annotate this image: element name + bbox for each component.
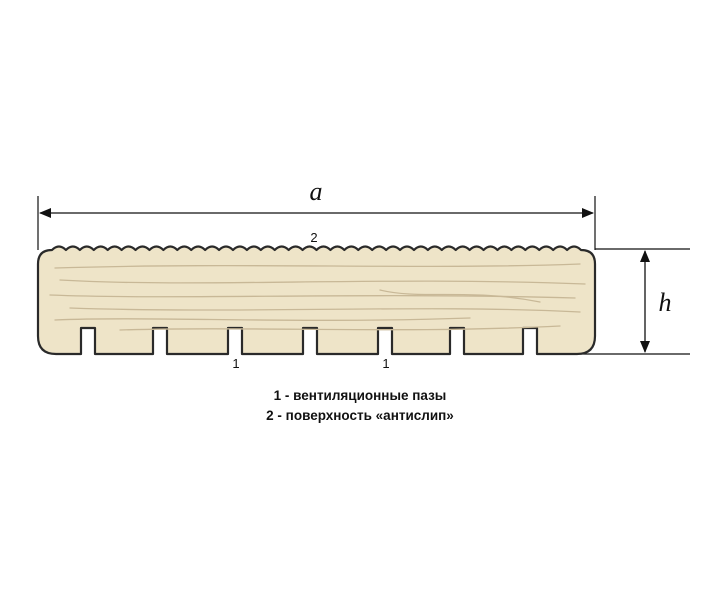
legend: 1 - вентиляционные пазы 2 - поверхность … — [0, 386, 720, 426]
height-dimension: h — [575, 248, 690, 355]
grain-line — [54, 263, 581, 269]
deck-board — [36, 245, 597, 356]
board-outline — [36, 245, 597, 356]
wood-grain — [49, 263, 586, 331]
callout-groove-left: 1 — [232, 356, 239, 371]
legend-item-antislip-surface: 2 - поверхность «антислип» — [266, 408, 454, 423]
grain-line — [69, 307, 581, 313]
legend-item-ventilation-grooves: 1 - вентиляционные пазы — [273, 388, 447, 403]
grain-line — [49, 294, 576, 299]
grain-line — [59, 279, 586, 285]
grain-line — [379, 289, 541, 303]
callout-surface: 2 — [310, 230, 317, 245]
height-label: h — [659, 288, 672, 317]
width-dimension: a — [37, 177, 596, 250]
callout-groove-right: 1 — [382, 356, 389, 371]
grain-line — [119, 325, 561, 331]
width-label: a — [310, 177, 323, 206]
grain-line — [54, 317, 471, 321]
